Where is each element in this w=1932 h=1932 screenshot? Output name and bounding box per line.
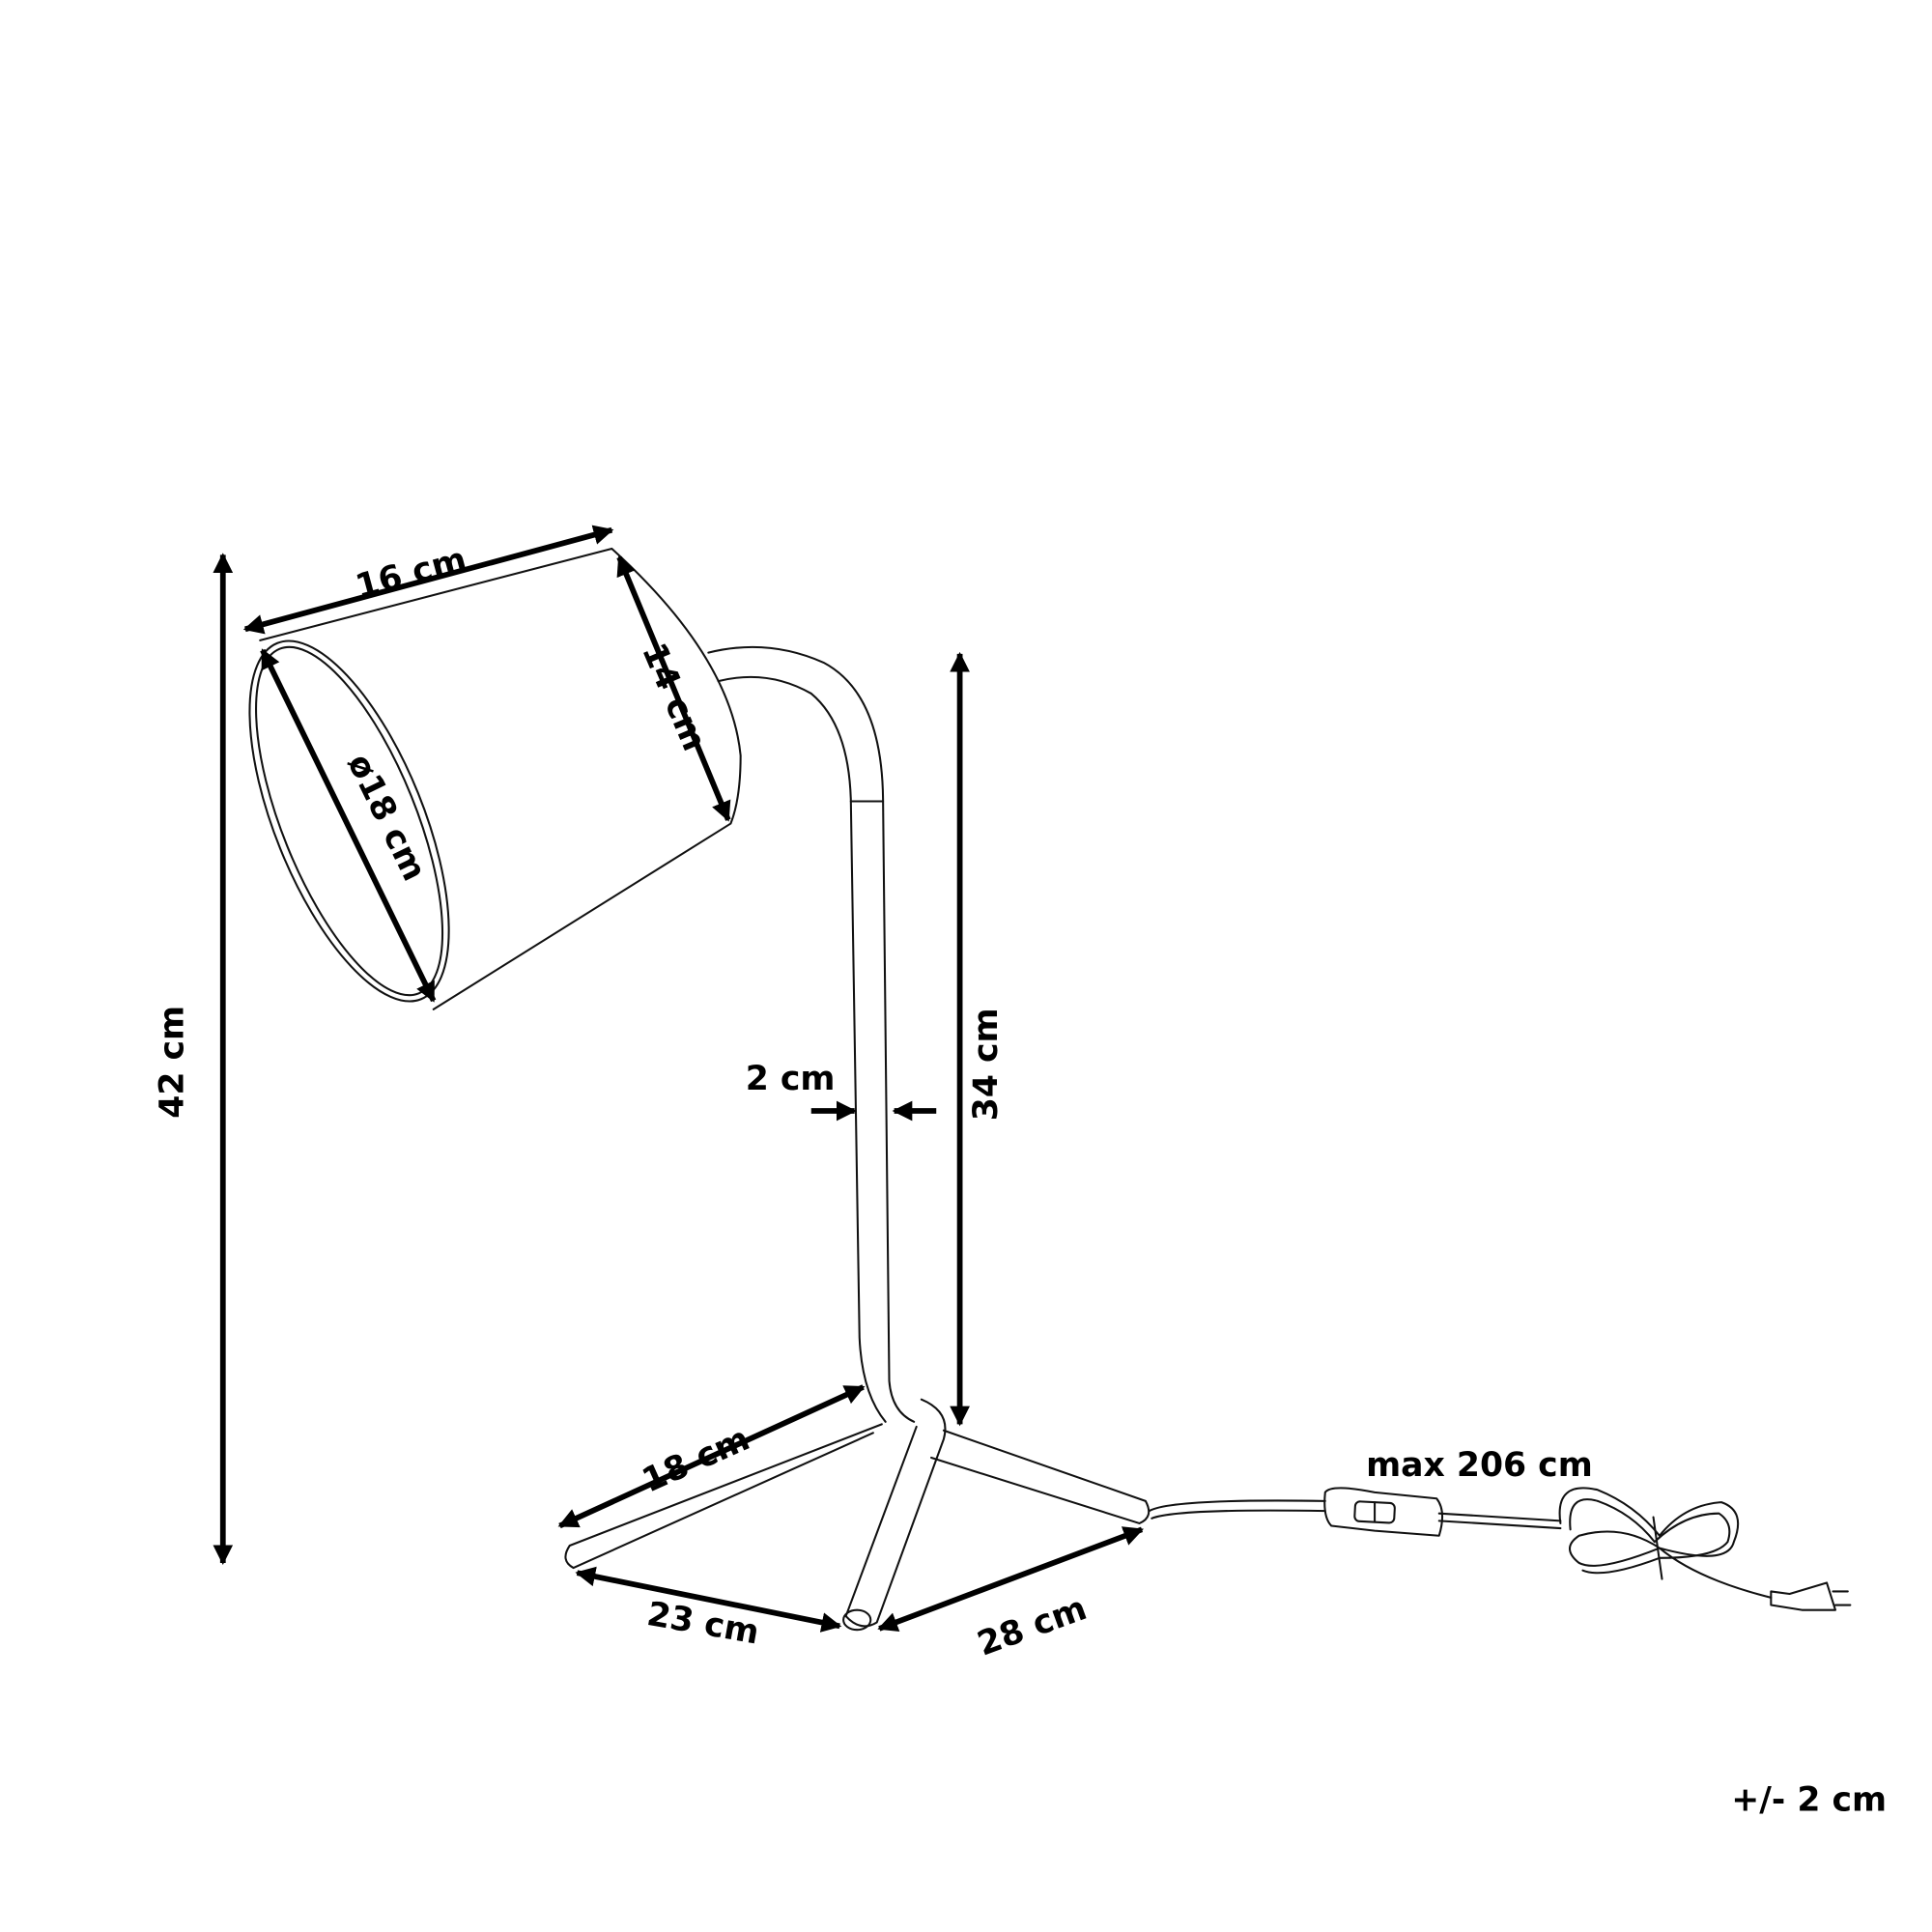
base-leg-label: 18 cm: [637, 1419, 755, 1500]
base-left-label: 23 cm: [644, 1595, 762, 1653]
tolerance-label: +/- 2 cm: [1731, 1780, 1887, 1819]
base-right-label: 28 cm: [973, 1589, 1092, 1664]
shade-diameter-arrow: [260, 648, 437, 1003]
shade-top-arrow: [242, 525, 614, 635]
shade-back-arrow: [616, 555, 731, 822]
inline-switch: [1323, 1487, 1444, 1537]
base-left-arrow: [575, 1566, 842, 1633]
power-cable: [1148, 1487, 1852, 1611]
lamp-drawing: [248, 547, 1852, 1632]
dimension-arrows: [213, 525, 1144, 1633]
lamp-base: [564, 1398, 1151, 1632]
shade-back-label: 14 cm: [634, 638, 713, 756]
total-height-label: 42 cm: [154, 1006, 192, 1119]
lamp-stem: [707, 645, 916, 1423]
plug: [1770, 1581, 1837, 1611]
base-leg-arrow: [557, 1384, 866, 1529]
stem-thickness-label: 2 cm: [746, 1060, 836, 1098]
shade-top-label: 16 cm: [352, 540, 470, 607]
cable-length-label: max 206 cm: [1366, 1446, 1593, 1485]
base-right-arrow: [877, 1526, 1144, 1633]
stem-height-label: 34 cm: [967, 1008, 1006, 1121]
